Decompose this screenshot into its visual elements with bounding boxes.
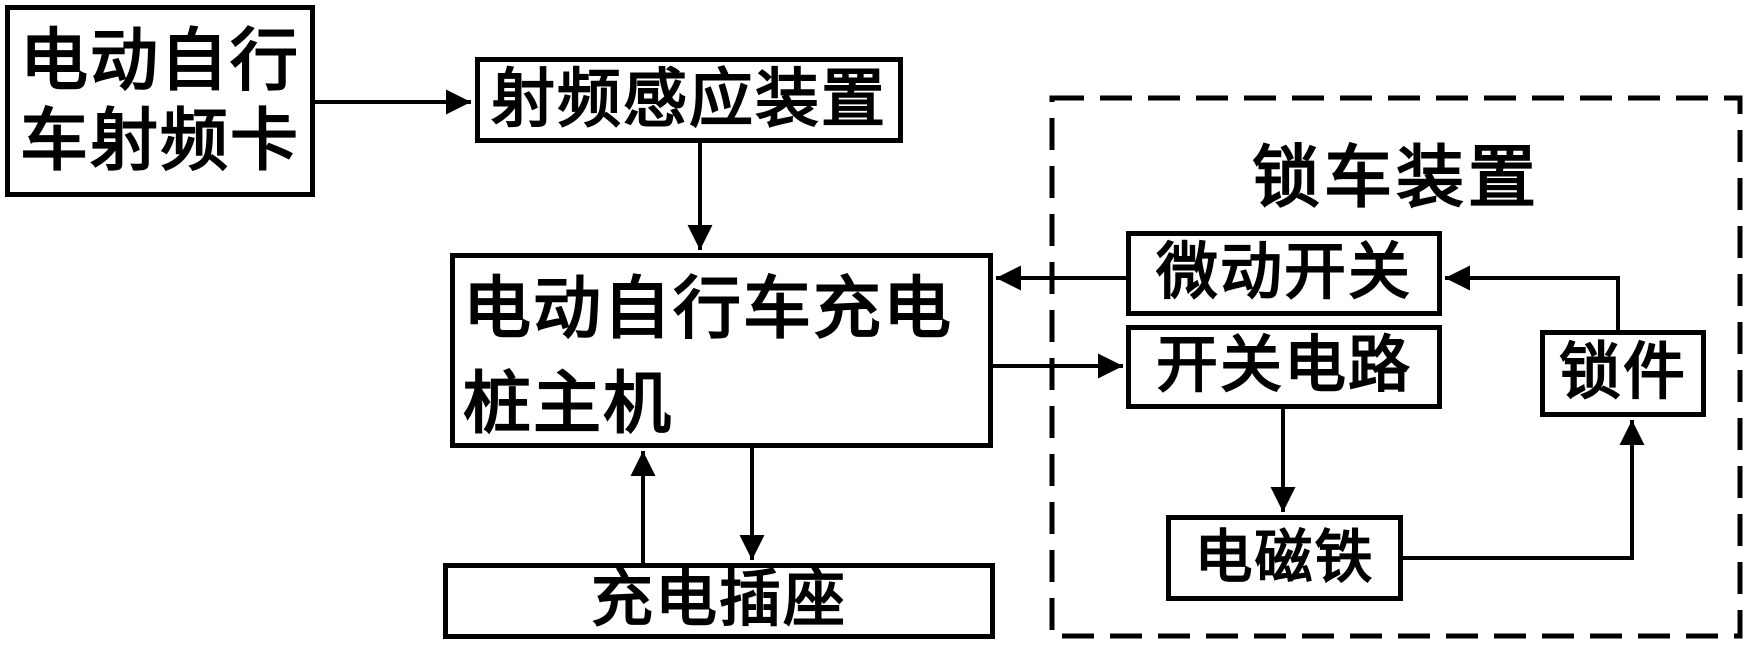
node-micro-switch-label: 微动开关 (1155, 238, 1412, 307)
node-micro-switch: 微动开关 (1126, 231, 1442, 316)
node-rfid-card-label: 电动自行 车射频卡 (19, 22, 300, 179)
node-charging-host-label: 电动自行车充电 桩主机 (463, 271, 954, 443)
edge-electromagnet-to-lockpiece-arrow (1402, 420, 1645, 560)
node-rf-sensor-label: 射频感应装置 (491, 64, 887, 136)
node-switch-circuit: 开关电路 (1126, 325, 1442, 409)
lock-device-group-title: 锁车装置 (1251, 140, 1540, 216)
node-lock-piece-label: 锁件 (1558, 338, 1687, 407)
node-rfid-card: 电动自行 车射频卡 (5, 5, 315, 197)
node-charging-socket-label: 充电插座 (590, 566, 847, 635)
node-switch-circuit-label: 开关电路 (1155, 332, 1412, 401)
edge-lockpiece-to-microswitch-arrow (1445, 265, 1620, 330)
node-electromagnet: 电磁铁 (1166, 515, 1403, 601)
node-lock-piece: 锁件 (1540, 330, 1706, 417)
node-charging-host: 电动自行车充电 桩主机 (450, 253, 993, 448)
node-rf-sensor: 射频感应装置 (475, 57, 903, 143)
node-electromagnet-label: 电磁铁 (1194, 524, 1375, 590)
node-charging-socket: 充电插座 (443, 563, 995, 639)
